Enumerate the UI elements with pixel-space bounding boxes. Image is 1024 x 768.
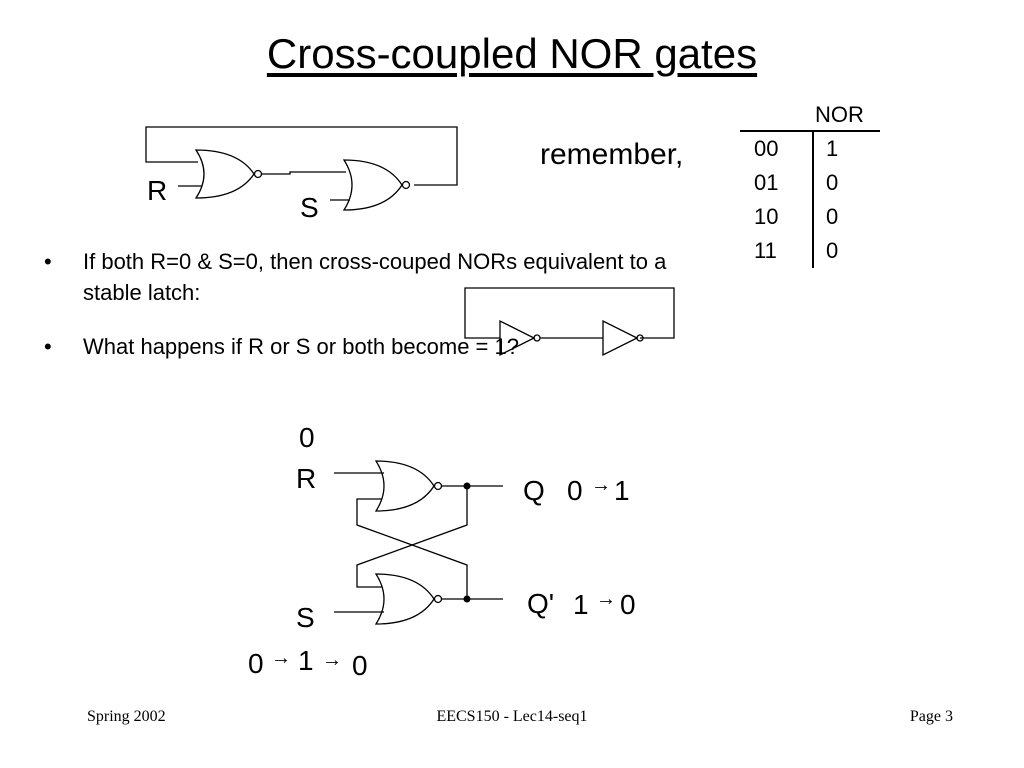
label-r-top: R	[147, 175, 167, 206]
truth-table-input: 00	[740, 131, 814, 166]
label-r-bottom: R	[296, 463, 316, 494]
q-junction-dot	[463, 482, 471, 490]
nor-bubble-2-top	[401, 180, 411, 190]
label-s-top: S	[300, 192, 319, 223]
cross-wire-qbar	[356, 498, 468, 599]
truth-table-row: 01 0	[740, 166, 880, 200]
qbar-junction-dot	[463, 595, 471, 603]
truth-table-output: 1	[826, 136, 839, 161]
truth-table-row: 00 1	[740, 131, 880, 166]
bullet-dot: •	[44, 249, 52, 274]
truth-table-input: 01	[740, 166, 814, 200]
latch-loop-wire	[464, 287, 675, 339]
remember-label: remember,	[540, 138, 684, 171]
bullet-text: What happens if R or S or both become = …	[83, 334, 519, 359]
bullet-item-question: • What happens if R or S or both become …	[44, 331, 684, 362]
q-from-value: 0	[567, 475, 583, 506]
truth-table-row: 11 0	[740, 234, 880, 268]
qbar-to-value: 0	[620, 589, 636, 620]
truth-table-output: 0	[826, 170, 839, 195]
nor-gate-1-top	[194, 149, 255, 199]
truth-table-output: 0	[826, 204, 839, 229]
nor-truth-table: NOR 00 1 01 0 10 0 11 0	[740, 100, 880, 268]
s-seq-arrow-1: →	[271, 647, 291, 669]
cross-wire-q	[356, 486, 468, 588]
truth-table-header: NOR	[813, 100, 880, 132]
qbar-arrow: →	[596, 588, 616, 610]
label-s-bottom: S	[296, 602, 315, 633]
s-seq-value-1: 0	[248, 648, 264, 679]
footer-page-number: Page 3	[909, 708, 953, 725]
inverter-1	[499, 319, 536, 357]
truth-table-input: 10	[740, 200, 814, 234]
nor-bubble-upper	[433, 481, 443, 491]
footer-date: Spring 2002	[87, 708, 166, 725]
label-qbar: Q'	[527, 588, 554, 619]
r-value-label: 0	[299, 422, 315, 453]
truth-table-input: 11	[740, 234, 814, 268]
bullet-text: If both R=0 & S=0, then cross-couped NOR…	[83, 249, 667, 305]
label-q: Q	[523, 475, 545, 506]
qbar-from-value: 1	[573, 589, 589, 620]
bullet-list: • If both R=0 & S=0, then cross-couped N…	[44, 246, 684, 362]
s-seq-value-2: 1	[298, 645, 314, 676]
feedback-wire-top	[145, 126, 458, 186]
slide-title: Cross-coupled NOR gates	[266, 30, 758, 77]
inverter-bubble-2	[636, 334, 644, 342]
nor-bubble-1-top	[253, 169, 263, 179]
footer-course: EECS150 - Lec14-seq1	[436, 708, 588, 725]
bullet-dot: •	[44, 334, 52, 359]
connect-wire-top	[262, 171, 346, 175]
s-seq-arrow-2: →	[322, 649, 342, 671]
truth-table-output: 0	[826, 238, 839, 263]
truth-table-header-row: NOR	[740, 100, 880, 132]
bullet-item-stable-latch: • If both R=0 & S=0, then cross-couped N…	[44, 246, 684, 308]
nor-bubble-lower	[433, 594, 443, 604]
inverter-2	[602, 319, 639, 357]
nor-gate-2-top	[342, 159, 403, 211]
s-seq-value-3: 0	[352, 650, 368, 681]
nor-gate-upper	[374, 460, 435, 512]
q-arrow: →	[591, 474, 611, 496]
truth-table-row: 10 0	[740, 200, 880, 234]
q-to-value: 1	[614, 475, 630, 506]
nor-gate-lower	[374, 573, 435, 625]
